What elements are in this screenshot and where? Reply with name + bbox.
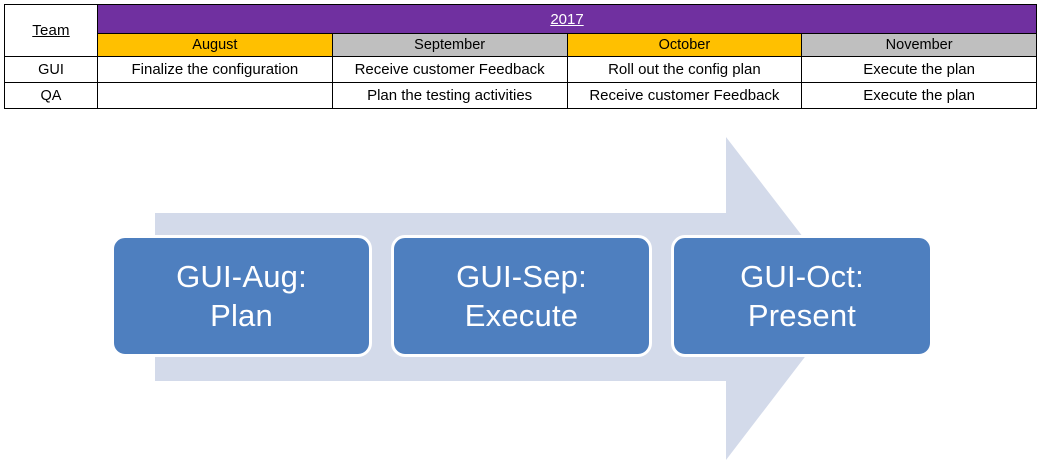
cell-gui-august: Finalize the configuration [97, 56, 333, 83]
table-header-row-months: August September October November [5, 33, 1037, 57]
cell-gui-november: Execute the plan [801, 56, 1037, 83]
stage-box-gui-sep-line2: Execute [464, 298, 579, 333]
cell-qa-september: Plan the testing activities [331, 82, 568, 109]
month-header-november: November [801, 33, 1037, 57]
stage-box-gui-sep[interactable]: GUI-Sep: Execute [391, 235, 652, 357]
cell-qa-november: Execute the plan [801, 82, 1037, 109]
month-header-august: August [97, 33, 333, 57]
stage-box-gui-oct[interactable]: GUI-Oct: Present [671, 235, 933, 357]
cell-gui-september: Receive customer Feedback [331, 56, 568, 83]
stage-box-gui-aug[interactable]: GUI-Aug: Plan [111, 235, 372, 357]
cell-gui-october: Roll out the config plan [566, 56, 803, 83]
team-column-header: Team [4, 4, 98, 57]
year-header: 2017 [97, 4, 1037, 34]
month-header-september: September [331, 33, 568, 57]
table-row: GUI Finalize the configuration Receive c… [4, 56, 1037, 83]
stage-box-gui-oct-line2: Present [747, 298, 857, 333]
row-team-label-qa: QA [4, 82, 98, 109]
stage-box-gui-sep-line1: GUI-Sep: [456, 258, 587, 294]
cell-qa-october: Receive customer Feedback [566, 82, 803, 109]
stage-box-gui-oct-line1: GUI-Oct: [740, 258, 864, 294]
cell-qa-august [97, 82, 333, 109]
process-flow-diagram: GUI-Aug: Plan GUI-Sep: Execute GUI-Oct: … [0, 116, 1041, 471]
stage-box-gui-aug-line2: Plan [210, 298, 273, 333]
month-header-october: October [566, 33, 803, 57]
roadmap-table: Team 2017 August September October Novem… [4, 4, 1037, 109]
stage-box-gui-aug-line1: GUI-Aug: [176, 258, 307, 294]
table-header-row-year: Team 2017 [4, 4, 1037, 57]
table-row: QA Plan the testing activities Receive c… [4, 82, 1037, 109]
row-team-label-gui: GUI [4, 56, 98, 83]
